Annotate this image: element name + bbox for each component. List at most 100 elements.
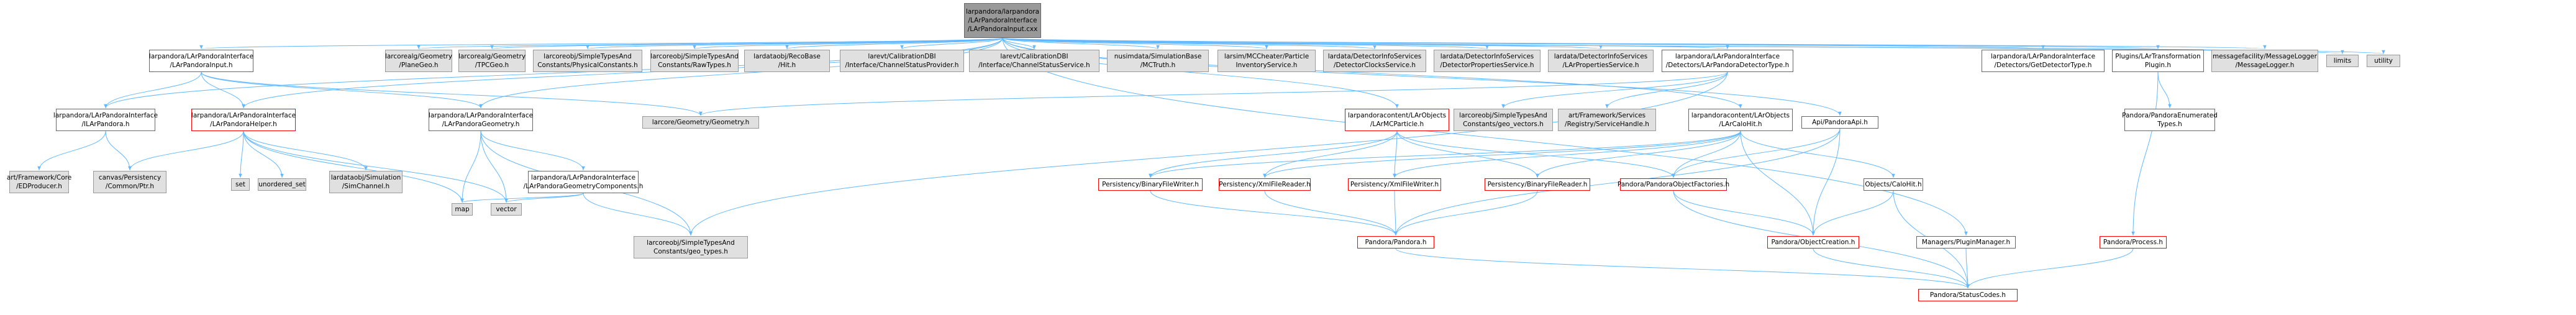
edge-root-input_h xyxy=(200,37,1003,50)
node-process[interactable]: Pandora/Process.h xyxy=(2100,236,2167,249)
node-objfac[interactable]: Pandora/PandoraObjectFactories.h xyxy=(1618,178,1729,191)
node-label-line: art/Framework/Services xyxy=(1568,112,1646,119)
node-label-line: unordered_set xyxy=(258,181,306,188)
node-label-line: /LArPandoraInput.cxx xyxy=(967,25,1038,33)
node-detype[interactable]: larpandora/LArPandoraInterface/Detectors… xyxy=(1662,50,1793,72)
node-mctruth[interactable]: nusimdata/SimulationBase/MCTruth.h xyxy=(1107,50,1209,72)
node-label-line: Objects/CaloHit.h xyxy=(1865,181,1922,188)
node-detclock[interactable]: lardata/DetectorInfoServices/DetectorClo… xyxy=(1323,50,1426,72)
node-xfw[interactable]: Persistency/XmlFileWriter.h xyxy=(1348,178,1441,191)
node-detprop[interactable]: lardata/DetectorInfoServices/DetectorPro… xyxy=(1434,50,1541,72)
node-label-line: /LArPandoraInterface xyxy=(968,17,1037,24)
node-vector[interactable]: vector xyxy=(491,203,522,216)
edge-calohit-objcreate xyxy=(1740,130,1815,236)
node-helper-h[interactable]: larpandora/LArPandoraInterface/LArPandor… xyxy=(191,109,296,131)
edge-helper_h-vector xyxy=(243,130,508,203)
node-chstat[interactable]: larevt/CalibrationDBI/Interface/ChannelS… xyxy=(840,50,964,72)
edge-pandoraapi-objfac xyxy=(1672,128,1841,178)
node-hit[interactable]: lardataobj/RecoBase/Hit.h xyxy=(744,50,830,72)
node-label-line: nusimdata/SimulationBase xyxy=(1114,53,1202,60)
node-label-line: lardataobj/Simulation xyxy=(330,174,401,181)
node-geom-h[interactable]: larpandora/LArPandoraInterface/LArPandor… xyxy=(429,109,533,131)
node-mcparticle[interactable]: larpandoracontent/LArObjects/LArMCPartic… xyxy=(1345,109,1449,131)
node-label-line: larcoreobj/SimpleTypesAnd xyxy=(544,53,632,60)
edge-larpandora_h-edproducer xyxy=(37,130,106,171)
node-edproducer[interactable]: art/Framework/Core/EDProducer.h xyxy=(7,171,71,193)
node-utility[interactable]: utility xyxy=(2367,55,2400,67)
node-label-line: larcoreobj/SimpleTypesAnd xyxy=(650,53,739,60)
edge-bfw-pandora xyxy=(1150,190,1398,236)
node-pandoraapi[interactable]: Api/PandoraApi.h xyxy=(1801,116,1878,129)
node-label-line: larevt/CalibrationDBI xyxy=(868,53,936,60)
edge-geomcomp-geotypes xyxy=(583,193,693,236)
node-label-line: /Registry/ServiceHandle.h xyxy=(1565,121,1649,128)
node-svchandle[interactable]: art/Framework/Services/Registry/ServiceH… xyxy=(1558,109,1656,131)
edge-calohit-objfac xyxy=(1672,130,1741,178)
node-bfr[interactable]: Persistency/BinaryFileReader.h xyxy=(1485,178,1590,191)
node-tpcgeo[interactable]: larcorealg/Geometry/PlaneGeo.h xyxy=(385,50,452,72)
edge-plugmgr-status xyxy=(1965,248,1970,289)
edge-detype-geovec xyxy=(1501,71,1728,109)
edge-objfac-objcreate xyxy=(1673,190,1815,236)
edge-geom_h-map xyxy=(460,130,481,203)
node-xfr[interactable]: Persistency/XmlFileReader.h xyxy=(1219,178,1311,191)
edge-objcreate-status xyxy=(1813,248,1970,289)
node-label-line: larpandora/LArPandoraInterface xyxy=(1990,53,2096,60)
node-set[interactable]: set xyxy=(231,178,250,191)
node-label-line: /ILArPandora.h xyxy=(81,121,130,128)
edge-root-physconst xyxy=(586,37,1003,50)
node-label-line: larcoreobj/SimpleTypesAnd xyxy=(1459,112,1547,119)
edge-helper_h-uset xyxy=(243,130,284,178)
edge-mcparticle-bfr xyxy=(1396,130,1539,178)
edge-calohit-bfr xyxy=(1536,130,1741,178)
node-bfw[interactable]: Persistency/BinaryFileWriter.h xyxy=(1098,178,1203,191)
node-label-line: /PlaneGeo.h xyxy=(399,62,439,69)
node-plugmgr[interactable]: Managers/PluginManager.h xyxy=(1916,236,2016,249)
edge-xfw-pandora xyxy=(1394,190,1398,236)
node-map[interactable]: map xyxy=(452,203,473,216)
edge-root-larpandora_h xyxy=(104,37,1003,109)
node-label-line: Types.h xyxy=(2157,121,2182,128)
edge-helper_h-map xyxy=(243,130,464,203)
node-msglog[interactable]: messagefacility/MessageLogger/MessageLog… xyxy=(2211,50,2318,72)
edge-input_h-geometry xyxy=(201,71,703,116)
edge-process-status xyxy=(1966,248,2134,289)
node-geometry[interactable]: larcore/Geometry/Geometry.h xyxy=(642,116,759,129)
node-commonpt[interactable]: canvas/Persistency/Common/Ptr.h xyxy=(93,171,166,193)
node-chstatsvc[interactable]: larevt/CalibrationDBI/Interface/ChannelS… xyxy=(969,50,1099,72)
edge-xfr-pandora xyxy=(1264,190,1398,236)
node-getdet[interactable]: larpandora/LArPandoraInterface/Detectors… xyxy=(1982,50,2105,72)
node-input-h[interactable]: larpandora/LArPandoraInterface/LArPandor… xyxy=(149,50,253,72)
edge-detype-geometry xyxy=(699,71,1728,116)
node-label-line: /LArPandoraInput.h xyxy=(170,62,233,69)
node-larpandora-h[interactable]: larpandora/LArPandoraInterface/ILArPando… xyxy=(53,109,158,131)
node-uset[interactable]: unordered_set xyxy=(258,178,306,191)
node-geomcomp[interactable]: larpandora/LArPandoraInterface/LArPandor… xyxy=(524,171,643,193)
node-label-line: Constants/RawTypes.h xyxy=(658,62,731,69)
node-label-line: Pandora/Pandora.h xyxy=(1365,239,1427,246)
edge-bfr-pandora xyxy=(1394,190,1538,236)
node-label-line: vector xyxy=(496,206,517,213)
node-status[interactable]: Pandora/StatusCodes.h xyxy=(1918,289,2018,301)
node-lartprop[interactable]: lardata/DetectorInfoServices/LArProperti… xyxy=(1548,50,1654,72)
node-limits[interactable]: limits xyxy=(2326,55,2359,67)
edge-larpandora_h-commonpt xyxy=(105,130,132,171)
edge-root-mctruth xyxy=(1002,37,1160,50)
node-tpcgeo2[interactable]: larcorealg/Geometry/TPCGeo.h xyxy=(458,50,526,72)
edge-root-helper_h xyxy=(242,37,1003,109)
node-simch[interactable]: lardataobj/Simulation/SimChannel.h xyxy=(329,171,403,193)
node-calohit[interactable]: larpandoracontent/LArObjects/LArCaloHit.… xyxy=(1688,109,1793,131)
node-label-line: /TPCGeo.h xyxy=(475,62,509,69)
node-objcreate[interactable]: Pandora/ObjectCreation.h xyxy=(1767,236,1859,249)
node-label-line: larcore/Geometry/Geometry.h xyxy=(652,119,750,126)
node-pandora[interactable]: Pandora/Pandora.h xyxy=(1357,236,1434,249)
node-label-line: larpandora/LArPandoraInterface xyxy=(53,112,158,119)
node-calohit2[interactable]: Objects/CaloHit.h xyxy=(1864,178,1923,191)
